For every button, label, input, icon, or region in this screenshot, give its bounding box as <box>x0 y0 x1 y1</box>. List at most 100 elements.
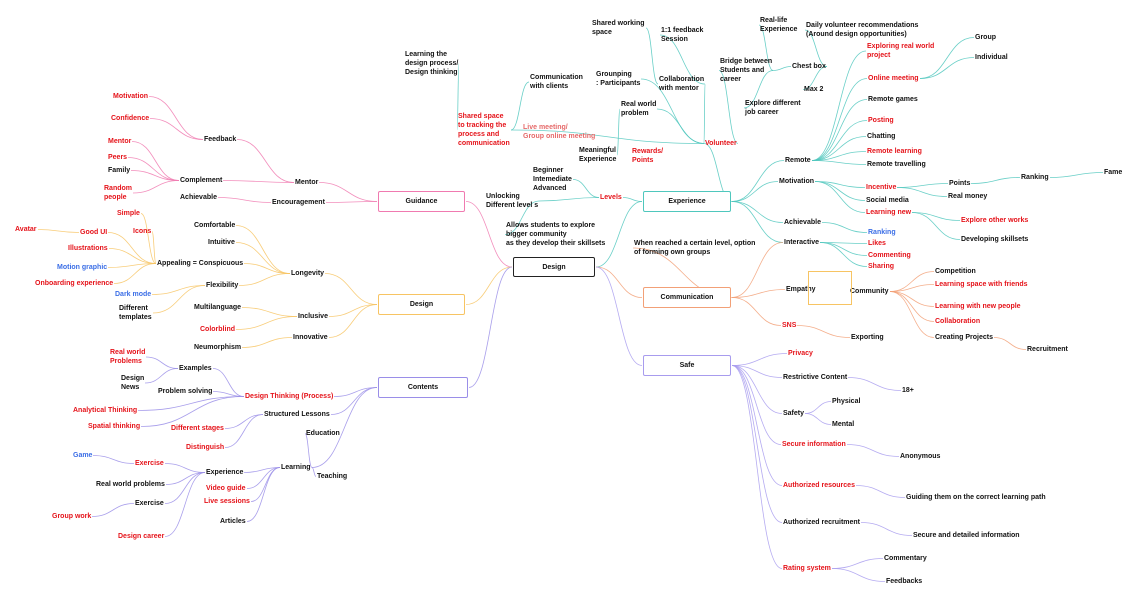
node-privacy[interactable]: Privacy <box>788 350 813 357</box>
node-remote-games[interactable]: Remote games <box>868 96 918 103</box>
node-inclusive[interactable]: Inclusive <box>298 313 328 320</box>
node-creating-projects[interactable]: Creating Projects <box>935 334 993 341</box>
node-allows[interactable]: Allows students to explore bigger commun… <box>506 222 606 247</box>
node-exercise-r[interactable]: Exercise <box>135 460 164 467</box>
node-game[interactable]: Game <box>73 452 93 459</box>
node-multilanguage[interactable]: Multilanguage <box>194 304 242 311</box>
node-guiding[interactable]: Guiding them on the correct learning pat… <box>906 494 1046 501</box>
node-recruitment[interactable]: Recruitment <box>1027 346 1068 353</box>
node-group-work[interactable]: Group work <box>52 513 92 520</box>
node-community[interactable]: Community <box>850 288 889 295</box>
node-commenting[interactable]: Commenting <box>868 252 911 259</box>
node-remote-travelling[interactable]: Remote travelling <box>867 161 926 168</box>
node-incentive[interactable]: Incentive <box>866 184 897 191</box>
node-comm-clients[interactable]: Communication with clients <box>530 74 583 90</box>
node-comfortable[interactable]: Comfortable <box>194 222 236 229</box>
node-empathy[interactable]: Empathy <box>786 286 816 293</box>
node-when-reached[interactable]: When reached a certain level, option of … <box>634 240 756 256</box>
node-spatial[interactable]: Spatial thinking <box>88 423 141 430</box>
node-learning[interactable]: Learning <box>281 464 311 471</box>
node-motivation-g[interactable]: Motivation <box>113 93 148 100</box>
branch-node-design[interactable]: Design <box>378 294 465 315</box>
node-online-meeting[interactable]: Online meeting <box>868 75 919 82</box>
node-feedbacks[interactable]: Feedbacks <box>886 578 923 585</box>
node-exercise[interactable]: Exercise <box>135 500 164 507</box>
node-encouragement[interactable]: Encouragement <box>272 199 325 206</box>
node-individual[interactable]: Individual <box>975 54 1008 61</box>
node-learning-people[interactable]: Learning with new people <box>935 303 1021 310</box>
node-learning-new[interactable]: Learning new <box>866 209 912 216</box>
node-ranking-top[interactable]: Ranking <box>1021 174 1049 181</box>
branch-node-experience[interactable]: Experience <box>643 191 731 212</box>
node-bridge[interactable]: Bridge between Students and career <box>720 58 773 83</box>
node-flexibility[interactable]: Flexibility <box>206 282 239 289</box>
node-longevity[interactable]: Longevity <box>291 270 325 277</box>
node-complement[interactable]: Complement <box>180 177 223 184</box>
node-developing[interactable]: Developing skillsets <box>961 236 1029 243</box>
node-safety[interactable]: Safety <box>783 410 805 417</box>
node-analytical[interactable]: Analytical Thinking <box>73 407 138 414</box>
node-family[interactable]: Family <box>108 167 131 174</box>
node-posting[interactable]: Posting <box>868 117 894 124</box>
node-appealing[interactable]: Appealing = Conspicuous <box>157 260 244 267</box>
node-volunteer[interactable]: Volunteer <box>705 140 737 147</box>
node-physical[interactable]: Physical <box>832 398 861 405</box>
node-chest-box[interactable]: Chest box <box>792 63 826 70</box>
node-interactive[interactable]: Interactive <box>784 239 820 246</box>
node-social-media[interactable]: Social media <box>866 197 909 204</box>
node-rewards[interactable]: Rewards/ Points <box>632 148 664 164</box>
node-fame[interactable]: Fame <box>1104 169 1123 176</box>
node-motion-graphic[interactable]: Motion graphic <box>57 264 108 271</box>
node-collaboration[interactable]: Collaboration <box>935 318 981 325</box>
node-chatting[interactable]: Chatting <box>867 133 896 140</box>
node-ranking-blue[interactable]: Ranking <box>868 229 896 236</box>
node-feedback-session[interactable]: 1:1 feedback Session <box>661 27 704 43</box>
node-distinguish[interactable]: Distinguish <box>186 444 225 451</box>
node-dark-mode[interactable]: Dark mode <box>115 291 152 298</box>
node-onboarding[interactable]: Onboarding experience <box>35 280 114 287</box>
node-neumorphism[interactable]: Neumorphism <box>194 344 242 351</box>
node-likes[interactable]: Likes <box>868 240 886 247</box>
node-max2[interactable]: Max 2 <box>804 86 824 93</box>
node-motivation-e[interactable]: Motivation <box>779 178 814 185</box>
node-avatar[interactable]: Avatar <box>15 226 37 233</box>
node-achievable-g[interactable]: Achievable <box>180 194 217 201</box>
node-templates[interactable]: Different templates <box>119 305 152 321</box>
node-real-world-problem[interactable]: Real world problem <box>621 101 657 117</box>
node-eighteen[interactable]: 18+ <box>902 387 914 394</box>
branch-node-guidance[interactable]: Guidance <box>378 191 465 212</box>
node-intuitive[interactable]: Intuitive <box>208 239 235 246</box>
node-live-meeting[interactable]: Live meeting/ Group online meeting <box>523 124 596 140</box>
node-remote[interactable]: Remote <box>785 157 811 164</box>
node-feedback[interactable]: Feedback <box>204 136 237 143</box>
node-good-ui[interactable]: Good UI <box>80 229 108 236</box>
node-group[interactable]: Group <box>975 34 996 41</box>
node-daily-volunteer[interactable]: Daily volunteer recommendations (Around … <box>806 22 919 38</box>
node-live-sessions[interactable]: Live sessions <box>204 498 250 505</box>
node-commentary[interactable]: Commentary <box>884 555 927 562</box>
node-explore-other[interactable]: Explore other works <box>961 217 1029 224</box>
node-colorblind[interactable]: Colorblind <box>200 326 235 333</box>
node-education[interactable]: Education <box>306 430 340 437</box>
root-node-design[interactable]: Design <box>513 257 595 277</box>
node-collab-mentor[interactable]: Collaboration with mentor <box>659 76 705 92</box>
node-design-career[interactable]: Design career <box>118 533 165 540</box>
node-illustrations[interactable]: Illustrations <box>68 245 108 252</box>
node-achievable-e[interactable]: Achievable <box>784 219 821 226</box>
node-mental[interactable]: Mental <box>832 421 855 428</box>
branch-node-contents[interactable]: Contents <box>378 377 468 398</box>
node-secure-info[interactable]: Secure information <box>782 441 846 448</box>
node-unlocking[interactable]: Unlocking Different level s <box>486 193 539 209</box>
node-shared-space-track[interactable]: Shared space to tracking the process and… <box>458 113 510 147</box>
node-remote-learning[interactable]: Remote learning <box>867 148 922 155</box>
node-rating[interactable]: Rating system <box>783 565 831 572</box>
node-exporting[interactable]: Exporting <box>851 334 884 341</box>
node-sns[interactable]: SNS <box>782 322 797 329</box>
node-design-thinking[interactable]: Design Thinking (Process) <box>245 393 334 400</box>
node-anonymous[interactable]: Anonymous <box>900 453 941 460</box>
node-icons[interactable]: Icons <box>133 228 152 235</box>
node-secure-detailed[interactable]: Secure and detailed information <box>913 532 1020 539</box>
node-problem-solving[interactable]: Problem solving <box>158 388 213 395</box>
node-experience-c[interactable]: Experience <box>206 469 244 476</box>
node-real-money[interactable]: Real money <box>948 193 988 200</box>
